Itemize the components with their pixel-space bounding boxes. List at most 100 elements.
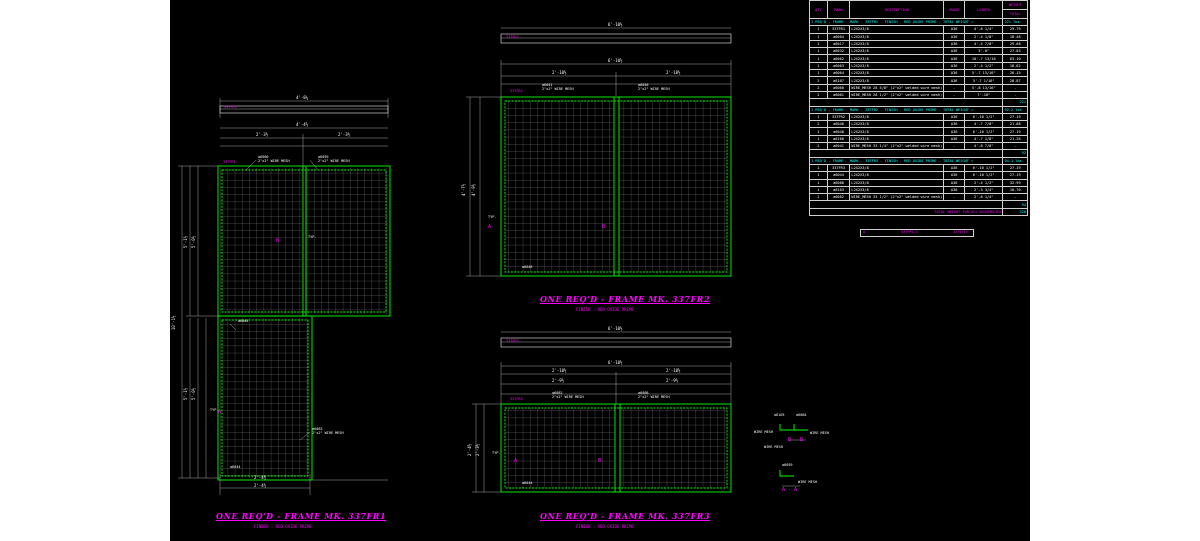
fr3-dim-half-left: 2'-10½: [552, 368, 567, 373]
bom-subtotal-spacer: [808, 149, 1004, 158]
bom-cell-grade: A36: [943, 54, 966, 63]
bom-cell-qty: 1: [809, 185, 828, 195]
bom-col-description: DESCRIPTION: [849, 0, 945, 19]
bom-cell-weight: 10.70: [1002, 185, 1028, 195]
bom-body: 1 REQ'D - FRAME - MARK - 337FR1 - FINISH…: [808, 17, 1028, 209]
fr1-dim-side-lower: 5'-1½: [183, 387, 188, 400]
bom-cell-description: WIRE_MESH 33 1/4" (2"x2" welded wire mes…: [849, 142, 945, 151]
bom-group-heading-text: 1 REQ'D - FRAME - MARK - 337FR1 - FINISH…: [808, 17, 1004, 27]
section-b-callout-2: WIRE MESH: [810, 431, 829, 435]
fr3-top-angle-view: [500, 337, 732, 348]
fr2-title: ONE REQ'D - FRAME MK. 337FR2: [540, 294, 711, 304]
fr2-part-a6046: a6046: [522, 265, 533, 269]
bom-cell-length: 2'-4 1/2": [964, 178, 1004, 187]
fr3-mesh-callout-2: 2"x2" WIRE MESH: [638, 395, 670, 399]
bom-cell-qty: 2: [809, 120, 828, 129]
bom-cell-mark: a6107: [826, 76, 851, 85]
bom-cell-weight: 29.79: [1002, 25, 1028, 34]
bom-cell-description: L2X2X3/8: [849, 120, 945, 129]
bom-cell-grade: A36: [943, 171, 966, 180]
bom-cell-qty: 1: [809, 163, 828, 173]
bom-cell-weight: 26.15: [1002, 69, 1028, 78]
bom-subtotal-spacer: [808, 200, 1004, 209]
bom-group-heading-weight: 92.2 lbs: [1002, 105, 1028, 114]
bom-cell-grade: A36: [943, 32, 966, 41]
bom-col-grade: GRADE: [943, 0, 966, 19]
fr3-dim-top-overall: 6'-10½: [608, 326, 623, 331]
bom-cell-description: L2X2X3/8: [849, 178, 945, 187]
section-b-part-1: a6103: [774, 413, 785, 417]
bom-cell-mark: a6060: [826, 83, 851, 92]
section-b-callout-1: WIRE MESH: [754, 430, 773, 434]
svg-text:A: A: [514, 458, 517, 464]
bom-col-weight: WEIGHT: [1002, 0, 1028, 10]
bom-col-total: TOTAL: [1002, 9, 1028, 19]
bom-cell-mark: a6044: [826, 171, 851, 180]
bom-cell-description: L2X2X3/8: [849, 163, 945, 173]
fr1-mesh-upper-left: [220, 168, 303, 314]
bom-cell-grade: A36: [943, 127, 966, 136]
fr1-finish: FINISH : RED OXIDE PRIME: [254, 524, 312, 529]
bom-header-row: QTY MARK DESCRIPTION GRADE LENGTH WEIGHT: [809, 0, 1028, 19]
fr3-mesh-left: [505, 408, 615, 488]
bom-cell-length: 2'-4 1/8": [964, 32, 1004, 41]
bom-cell-grade: A36: [943, 61, 966, 71]
bom-cell-description: WIRE_MESH 28 1/2" (2"x2" welded wire mes…: [849, 90, 945, 100]
bom-subtotal-row: 221: [808, 98, 1028, 107]
bom-cell-mark: a6048: [826, 127, 851, 136]
bom-cell-mark: 337FR2: [826, 112, 851, 122]
section-b-callout-3: WIRE MESH: [764, 445, 783, 449]
bom-cell-mark: a6063: [826, 61, 851, 71]
bom-group-heading-text: 1 REQ'D - FRAME - MARK - 337FR2 - FINISH…: [808, 105, 1004, 114]
frame-337fr2: A B: [466, 27, 732, 277]
cad-drawing-canvas: B A A B: [170, 0, 1030, 541]
bom-cell-mark: 337FR3: [826, 163, 851, 173]
bom-cell-weight: -: [1002, 83, 1028, 92]
bom-cell-mark: a6088: [826, 178, 851, 187]
bom-cell-mark: a6032: [826, 47, 851, 56]
fr2-part-a6041: a6041: [542, 83, 553, 87]
bom-cell-qty: 2: [809, 83, 828, 92]
fr1-typ-label-2: TYP.: [210, 408, 219, 412]
bom-cell-length: 5'-7 13/16": [964, 69, 1004, 78]
bom-cell-length: 4'-8 1/4": [964, 25, 1004, 34]
frame-337fr1: B A: [178, 98, 391, 495]
svg-text:A: A: [488, 224, 491, 230]
fr1-typ-label: TYP.: [308, 235, 317, 239]
fr3-mesh-callout-1: 2"x2" WIRE MESH: [552, 395, 584, 399]
section-details: [779, 424, 808, 477]
bom-subtotal-value: 92: [1002, 149, 1028, 158]
bill-of-materials-table: QTY MARK DESCRIPTION GRADE LENGTH WEIGHT…: [808, 0, 1028, 217]
bom-cell-description: L2X2X3/8: [849, 54, 945, 63]
bom-cell-grade: A36: [943, 39, 966, 49]
fr2-finish: FINISH : RED OXIDE PRIME: [576, 307, 634, 312]
fr3-dim-top-sub: 6'-10½: [608, 360, 623, 365]
fr2-mesh-callout-2: 2"x2" WIRE MESH: [638, 87, 670, 91]
bom-cell-length: 7'-10": [964, 90, 1004, 100]
bom-cell-mark: a6004: [826, 32, 851, 41]
bom-cell-length: 5'-8 13/16": [964, 83, 1004, 92]
bom-cell-qty: 1: [809, 39, 828, 49]
fr1-dim-bottom-1: 2'-4½: [254, 475, 267, 480]
bom-cell-qty: 2: [809, 142, 828, 151]
bom-cell-weight: 27.03: [1002, 47, 1028, 56]
fr1-dim-side-total: 10'-1½: [171, 315, 176, 330]
fr2-part-a6048: a6048: [638, 83, 649, 87]
fr1-part-a6060: a6060: [258, 155, 269, 159]
bom-cell-weight: 27.19: [1002, 127, 1028, 136]
bom-cell-length: 6'-10 1/2": [964, 127, 1004, 136]
bom-cell-length: 2'-8 1/4": [964, 193, 1004, 202]
fr2-mesh-left: [505, 101, 614, 272]
bom-cell-description: L2X2X3/8: [849, 134, 945, 144]
bom-cell-qty: 1: [809, 54, 828, 63]
bom-cell-weight: 32.99: [1002, 178, 1028, 187]
fr3-part-a6044: a6044: [522, 481, 533, 485]
fr1-dim-top-sub: 4'-4½: [296, 122, 309, 127]
bom-cell-description: L2X2X3/8: [849, 69, 945, 78]
fr3-typ-label: TYP.: [492, 451, 501, 455]
